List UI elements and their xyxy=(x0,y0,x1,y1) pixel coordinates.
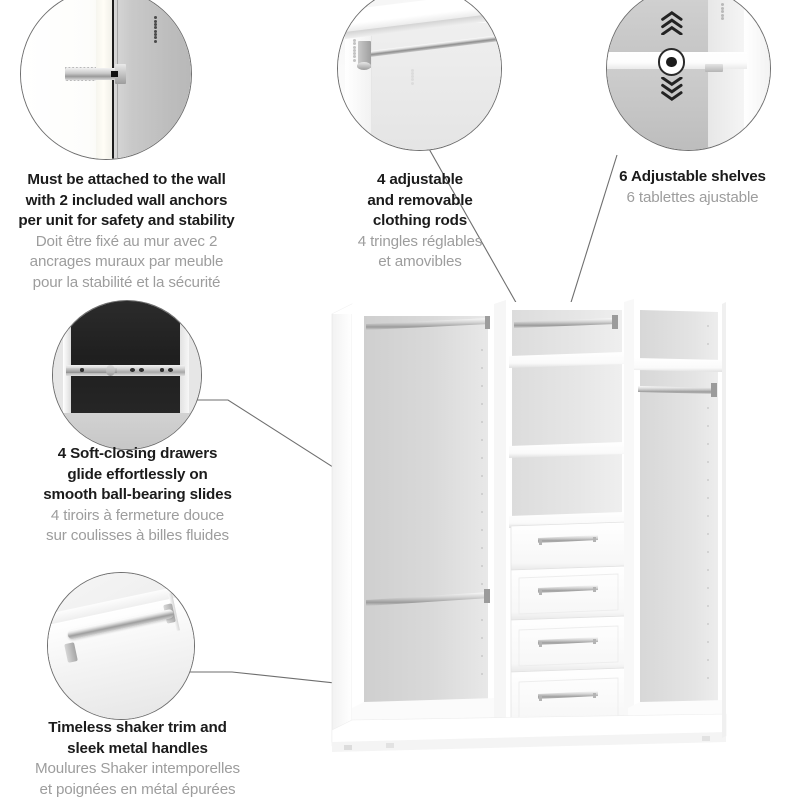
caption-handles-fr-line2: et poignées en métal épurées xyxy=(39,780,236,798)
caption-wall-anchor-en-line3: per unit for safety and stability xyxy=(18,212,235,229)
leader-line-clothing-rods xyxy=(423,139,528,323)
caption-clothing-rods-en-line2: and removable xyxy=(367,191,473,209)
closet-organizer-illustration xyxy=(331,299,727,752)
caption-adjustable-shelves-fr-line1: 6 tablettes ajustable xyxy=(626,188,759,206)
caption-clothing-rods-fr-line2: et amovibles xyxy=(378,253,462,270)
adjustable-shelf-detail xyxy=(607,0,770,150)
ball-bearing-slide-detail xyxy=(53,301,201,449)
caption-drawers-fr-line1: 4 tiroirs à fermeture douce xyxy=(50,506,225,524)
caption-clothing-rods-fr-line1: 4 tringles réglables xyxy=(357,232,483,250)
caption-handles-en-line2: sleek metal handles xyxy=(67,739,208,757)
wall-anchor-screw-detail xyxy=(21,0,191,159)
clothing-rod-detail xyxy=(338,0,501,150)
shelf-position-target-icon xyxy=(657,48,686,76)
caption-wall-anchor-fr-line3: pour la stabilité et la sécurité xyxy=(32,273,221,291)
callout-adjustable-shelf xyxy=(606,0,771,151)
caption-drawers-fr-line2: sur coulisses à billes fluides xyxy=(46,527,229,544)
caption-drawers-en-line2: glide effortlessly on xyxy=(67,465,208,483)
caption-drawers-en-line1: 4 Soft-closing drawers xyxy=(57,445,218,462)
callout-wall-anchor xyxy=(20,0,192,160)
callout-clothing-rod xyxy=(337,0,502,151)
caption-clothing-rods: 4 adjustable and removable clothing rods… xyxy=(315,170,525,273)
caption-drawers: 4 Soft-closing drawers glide effortlessl… xyxy=(5,444,270,547)
caption-clothing-rods-en-line3: clothing rods xyxy=(372,212,468,229)
chevron-down-icon xyxy=(658,76,686,101)
caption-adjustable-shelves-en-line1: 6 Adjustable shelves xyxy=(619,168,766,185)
caption-wall-anchor-fr-line2: ancrages muraux par meuble xyxy=(29,253,224,270)
caption-handles: Timeless shaker trim and sleek metal han… xyxy=(5,718,270,800)
chevron-up-icon xyxy=(658,11,686,36)
caption-wall-anchor: Must be attached to the wall with 2 incl… xyxy=(0,170,253,293)
caption-handles-en-line1: Timeless shaker trim and xyxy=(48,719,227,736)
callout-drawer-slide xyxy=(52,300,202,450)
caption-wall-anchor-en-line2: with 2 included wall anchors xyxy=(25,191,228,209)
callout-handle xyxy=(47,572,195,720)
metal-bar-handle-detail xyxy=(48,573,194,719)
caption-handles-fr-line1: Moulures Shaker intemporelles xyxy=(35,760,240,777)
caption-clothing-rods-en-line1: 4 adjustable xyxy=(377,171,463,188)
caption-drawers-en-line3: smooth ball-bearing slides xyxy=(43,486,232,503)
caption-wall-anchor-fr-line1: Doit être fixé au mur avec 2 xyxy=(35,232,218,250)
caption-adjustable-shelves: 6 Adjustable shelves 6 tablettes ajustab… xyxy=(585,167,800,208)
caption-wall-anchor-en-line1: Must be attached to the wall xyxy=(27,171,226,188)
